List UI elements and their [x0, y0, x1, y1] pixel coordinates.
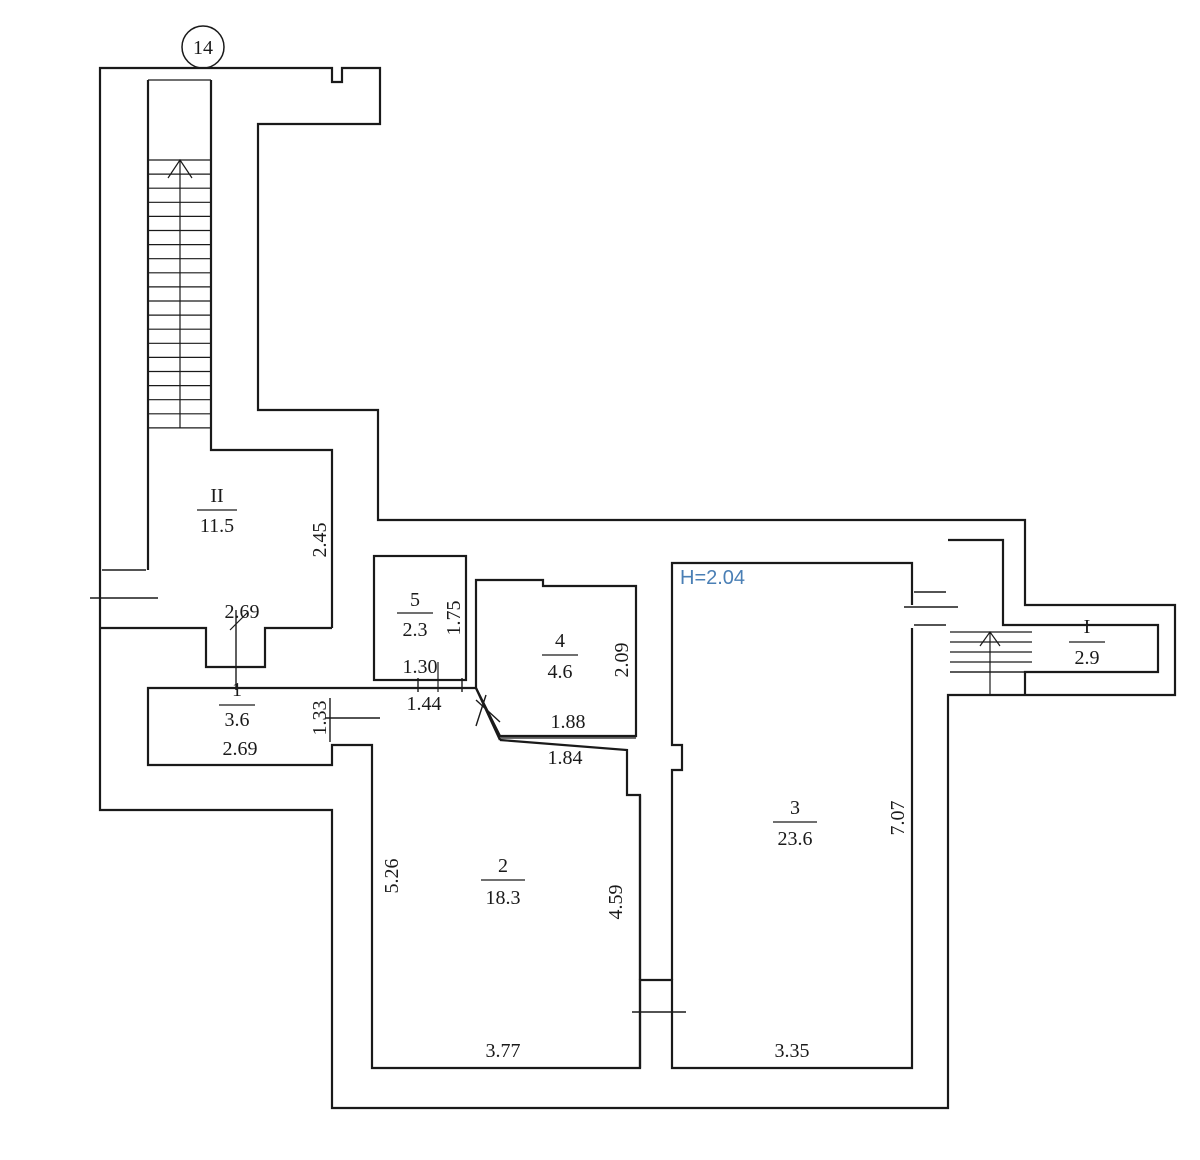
room-5-label: 5 2.3 [397, 589, 433, 641]
dim-5-26: 5.26 [381, 859, 403, 894]
outer-wall-top [98, 66, 948, 570]
stairs-left [148, 159, 211, 429]
dim-3-35: 3.35 [775, 1040, 810, 1062]
dim-1-84: 1.84 [548, 747, 583, 769]
svg-text:23.6: 23.6 [778, 828, 813, 850]
dim-1-88: 1.88 [551, 711, 586, 733]
svg-text:3.6: 3.6 [225, 709, 250, 731]
room-4-label: 4 4.6 [542, 630, 578, 683]
dimension-lines [229, 611, 636, 739]
building-number-marker: 14 [181, 25, 225, 69]
svg-text:11.5: 11.5 [200, 515, 234, 537]
room-1-wall [146, 686, 642, 1070]
svg-text:4: 4 [555, 630, 565, 652]
stair-arrow-right-icon [979, 630, 1001, 695]
svg-text:2.9: 2.9 [1075, 647, 1100, 669]
openings [90, 569, 958, 1013]
dim-7-07: 7.07 [887, 801, 909, 836]
svg-text:4.6: 4.6 [548, 661, 573, 683]
svg-text:5: 5 [410, 589, 420, 611]
dim-2-45: 2.45 [309, 523, 331, 558]
room-3-left-wall [670, 561, 914, 980]
corridor-bottom-wall [100, 626, 332, 669]
walls [98, 66, 1177, 1110]
room-1-label: 1 3.6 [219, 679, 255, 731]
dim-1-33: 1.33 [309, 701, 331, 736]
room-5-wall [372, 554, 468, 682]
dim-2-09: 2.09 [611, 643, 633, 678]
dim-2-69-bottom: 2.69 [223, 738, 258, 760]
ceiling-height-label: H=2.04 [680, 567, 745, 589]
svg-text:I: I [1084, 616, 1091, 638]
svg-text:2.3: 2.3 [403, 619, 428, 641]
svg-text:II: II [210, 485, 223, 507]
dim-4-59: 4.59 [605, 885, 627, 920]
dim-1-30: 1.30 [403, 656, 438, 678]
svg-text:3: 3 [790, 797, 800, 819]
stair-arrow-left-icon [167, 158, 193, 428]
stairs-right [950, 631, 1032, 673]
room-labels: II 11.5 1 3.6 5 2.3 4 4.6 2 18.3 3 23.6 [197, 485, 1105, 909]
svg-text:18.3: 18.3 [486, 887, 521, 909]
svg-text:2: 2 [498, 855, 508, 877]
svg-text:1: 1 [232, 679, 242, 701]
stair-wall-right [209, 80, 334, 628]
room-4-wall [474, 578, 638, 738]
room-3-label: 3 23.6 [773, 797, 817, 850]
dim-1-75: 1.75 [443, 601, 465, 636]
outer-wall [98, 518, 1177, 1110]
dim-2-69-top: 2.69 [225, 601, 260, 623]
dim-1-44: 1.44 [407, 693, 442, 715]
dim-3-77: 3.77 [486, 1040, 521, 1062]
room-I-label: I 2.9 [1069, 616, 1105, 669]
building-number: 14 [193, 37, 213, 59]
room-2-label: 2 18.3 [481, 855, 525, 909]
room-II-label: II 11.5 [197, 485, 237, 537]
dimension-values: 2.45 2.69 1.33 2.69 1.75 1.30 1.44 2.09 … [223, 523, 910, 1063]
partition-wall [638, 628, 914, 1070]
